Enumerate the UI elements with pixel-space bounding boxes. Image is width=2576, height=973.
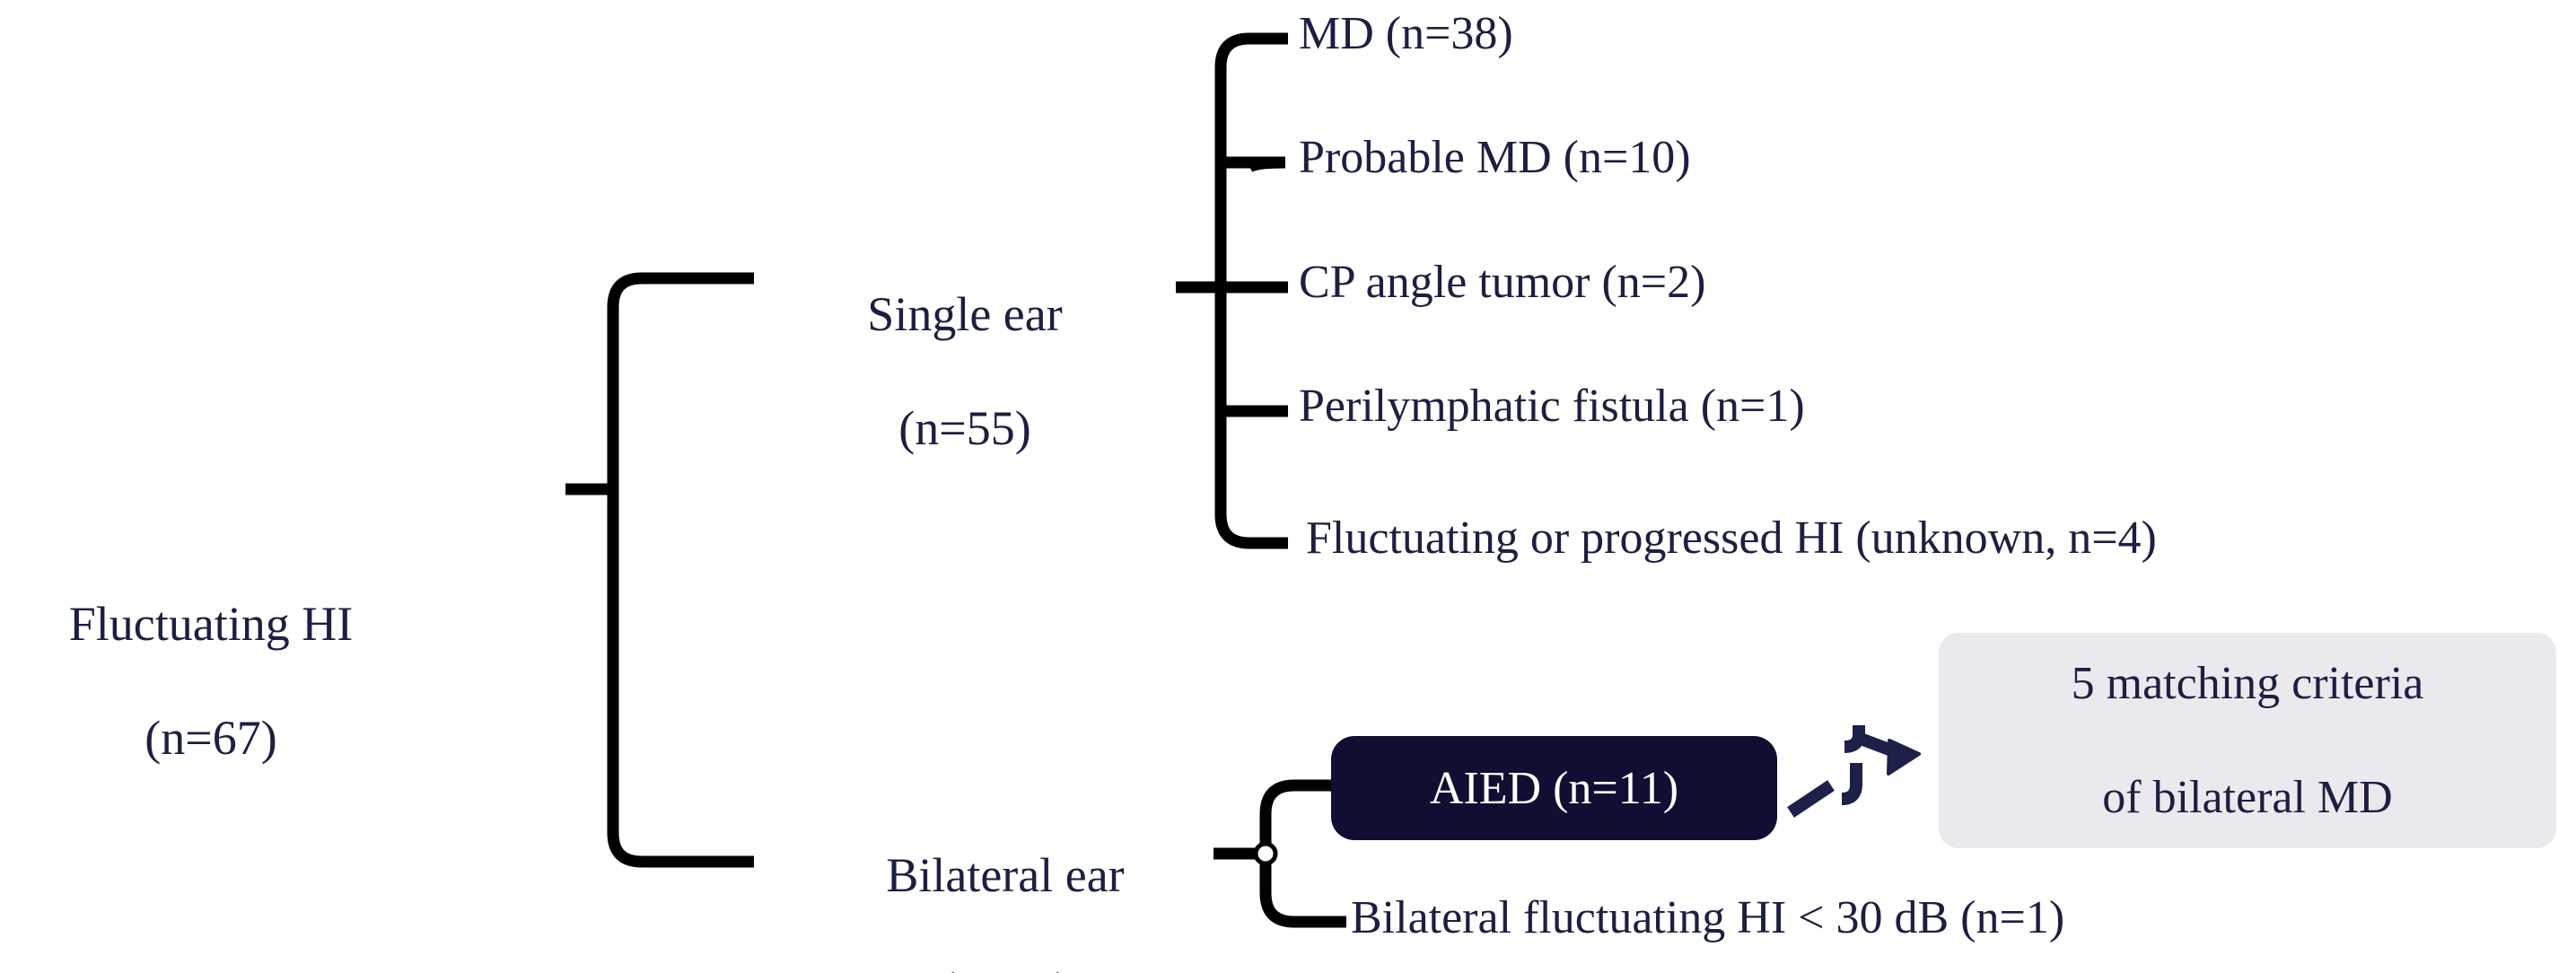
leaf-aied-label: AIED (n=11) xyxy=(1429,762,1679,814)
callout-arrow-dash-1 xyxy=(1787,780,1835,818)
node-root-line2: (n=67) xyxy=(145,711,277,766)
node-bilateral-ear-line1: Bilateral ear xyxy=(886,847,1125,902)
leaf-perilymphatic-fistula: Perilymphatic fistula (n=1) xyxy=(1299,381,1805,432)
node-root: Fluctuating HI (n=67) xyxy=(9,539,413,825)
callout-line1: 5 matching criteria xyxy=(2071,657,2424,709)
callout-arrow-head-icon xyxy=(1887,739,1921,776)
callout-line2: of bilateral MD xyxy=(2102,771,2393,823)
callout-arrow-dash-4 xyxy=(1858,732,1904,760)
leaf-cp-angle-tumor: CP angle tumor (n=2) xyxy=(1299,257,1706,308)
node-bilateral-ear: Bilateral ear (n=12) xyxy=(799,790,1212,973)
leaf-bilateral-fluctuating: Bilateral fluctuating HI < 30 dB (n=1) xyxy=(1351,892,2065,943)
leaf-probable-md: Probable MD (n=10) xyxy=(1299,132,1691,183)
node-single-ear-line2: (n=55) xyxy=(898,401,1031,456)
node-single-ear-line1: Single ear xyxy=(867,286,1063,341)
leaf-md: MD (n=38) xyxy=(1299,8,1513,59)
callout-text-wrapper: 5 matching criteria of bilateral MD xyxy=(2072,598,2424,882)
callout-arrow-dash-2 xyxy=(1841,763,1862,805)
node-bilateral-ear-line2: (n=12) xyxy=(799,961,1212,973)
callout-matching-criteria-box[interactable]: 5 matching criteria of bilateral MD xyxy=(1939,633,2556,848)
node-single-ear: Single ear (n=55) xyxy=(758,229,1171,515)
leaf-fluctuating-or-progressed: Fluctuating or progressed HI (unknown, n… xyxy=(1306,513,2157,564)
bilateral-ear-junction-dot xyxy=(1253,841,1278,866)
single-ear-bracket-spine xyxy=(1214,32,1288,549)
single-ear-arm-probable-md-curve xyxy=(1246,156,1286,172)
node-root-line1: Fluctuating HI xyxy=(68,596,354,651)
callout-arrow-dash-3 xyxy=(1844,725,1865,753)
main-bracket xyxy=(607,272,754,868)
leaf-aied-box[interactable]: AIED (n=11) xyxy=(1331,736,1777,840)
